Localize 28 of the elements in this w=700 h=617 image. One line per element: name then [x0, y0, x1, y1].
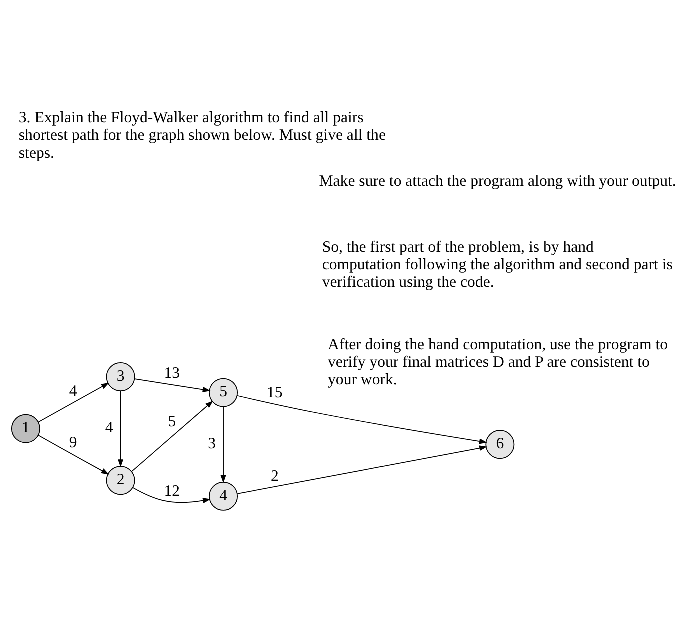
- edge-label: 4: [69, 382, 78, 400]
- label: After doing the hand computation, use the program to verify your final matrices D and P are consistent to your work.: [328, 336, 668, 388]
- arrow: [134, 378, 211, 392]
- arrow: [132, 487, 211, 504]
- arrow: [38, 382, 110, 423]
- edge-label: 5: [168, 414, 176, 431]
- edge-label: 9: [69, 434, 78, 452]
- node-circle: 6: [486, 430, 515, 460]
- node-circle: 4: [209, 482, 238, 511]
- label: Make sure to attach the program along with your output.: [319, 172, 676, 190]
- edge-label: 15: [267, 384, 283, 402]
- edge-label: 2: [270, 468, 279, 485]
- arrow: [118, 390, 124, 468]
- arrow: [237, 446, 488, 494]
- edge-label: 3: [208, 435, 216, 452]
- edge-label: 12: [164, 482, 180, 500]
- edge-label: 4: [105, 420, 114, 437]
- label: So, the first part of the problem, is by hand computation following the algorithm and second part is verification using the code.: [322, 238, 673, 291]
- arrow: [237, 395, 488, 444]
- arrow: [38, 435, 110, 475]
- arrow: [220, 406, 226, 484]
- diagram-title: 3. Explain the Floyd-Walker algorithm to find all pairs shortest path for the graph shown below. Must give all the steps.: [18, 110, 386, 162]
- node-circle: 1: [11, 414, 40, 444]
- edge-label: 13: [164, 365, 180, 382]
- arrow: [132, 400, 214, 472]
- node-circle: 5: [209, 378, 238, 408]
- node-circle: 3: [106, 362, 136, 392]
- node-circle: 2: [106, 466, 136, 496]
